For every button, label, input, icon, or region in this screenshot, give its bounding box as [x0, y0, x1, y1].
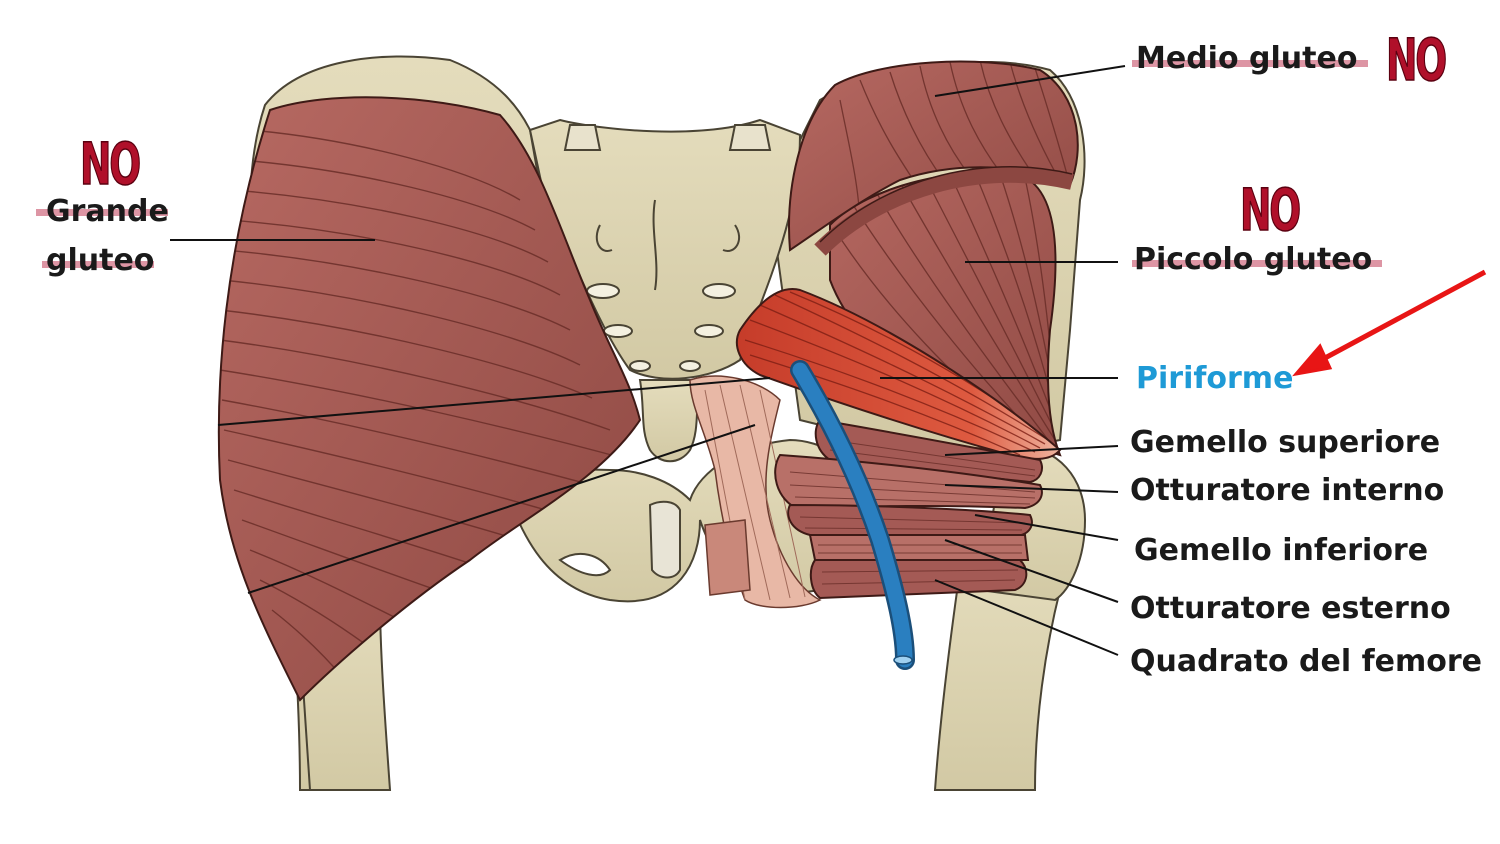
- no-mark-grande: NO: [79, 130, 141, 198]
- highlight-arrow: [1292, 269, 1487, 377]
- label-quadrato-del-femore: Quadrato del femore: [1130, 644, 1482, 679]
- label-gemello-inferiore: Gemello inferiore: [1134, 533, 1429, 568]
- no-mark-medio: NO: [1385, 26, 1447, 94]
- left-obturator-foramen: [558, 552, 612, 577]
- label-medio-gluteo: Medio gluteo: [1136, 41, 1358, 76]
- pubic-symphysis: [648, 500, 681, 579]
- adductor-fragment: [704, 519, 751, 596]
- label-piccolo-gluteo: Piccolo gluteo: [1134, 242, 1373, 277]
- no-mark-piccolo: NO: [1239, 176, 1301, 244]
- strike-grande-1: [36, 209, 168, 216]
- label-grande-gluteo-line1: Grande: [46, 194, 169, 229]
- strike-medio: [1132, 60, 1368, 67]
- leader-lines: [170, 65, 1126, 656]
- quadratus-femoris: [809, 559, 1028, 600]
- label-gemello-superiore: Gemello superiore: [1130, 425, 1441, 460]
- label-otturatore-esterno: Otturatore esterno: [1130, 591, 1451, 626]
- strike-grande-2: [42, 261, 154, 268]
- sacral-foramina: [586, 283, 736, 372]
- label-piriforme: Piriforme: [1136, 361, 1294, 396]
- sacrotuberous-ligament: [689, 375, 822, 609]
- label-otturatore-interno: Otturatore interno: [1130, 473, 1445, 508]
- label-grande-gluteo-line2: gluteo: [46, 243, 155, 278]
- strike-piccolo: [1132, 260, 1382, 267]
- sacral-crest: [563, 124, 772, 151]
- obturator-externus: [808, 534, 1030, 561]
